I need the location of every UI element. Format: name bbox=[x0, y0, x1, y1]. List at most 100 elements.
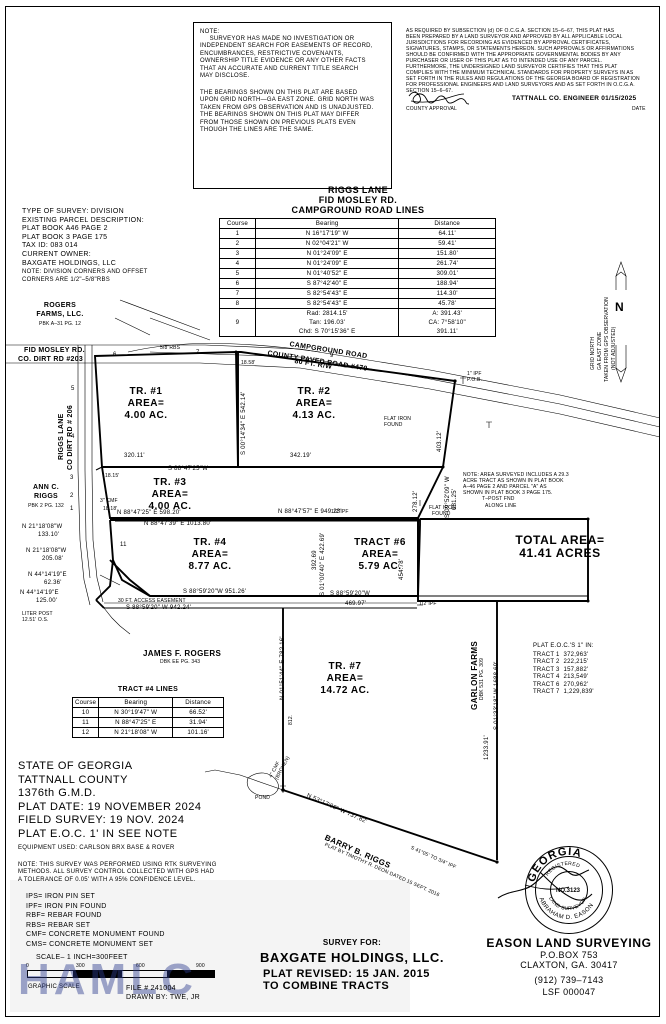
table-header-row: Course Bearing Distance bbox=[71, 697, 224, 708]
half-ipf-label-2: 1/2"IPF bbox=[331, 509, 349, 515]
fid-mosley-road-label-2: CO. DIRT RD #203 bbox=[18, 356, 84, 363]
dim-tr3-north-bearing: S 88°47'25"W bbox=[168, 466, 209, 472]
cell-bearing: N 88°47'25" E bbox=[98, 717, 174, 728]
adjoiner-ann-riggs-ref: PBK 2 PG. 132 bbox=[28, 503, 64, 509]
riggs-lane-label-1: RIGGS LANE bbox=[58, 413, 65, 460]
tract-3-area-label: AREA= bbox=[151, 489, 189, 500]
tract-7-area-label: AREA= bbox=[326, 673, 364, 684]
tract-4-area-value: 8.77 AC. bbox=[188, 561, 232, 572]
offset-18-15-label: 18.15' bbox=[105, 473, 120, 479]
adjoiner-james-rogers-name: JAMES F. ROGERS bbox=[143, 649, 222, 658]
date-label: DATE bbox=[632, 106, 646, 112]
cmf-3in-label: 3" CMF bbox=[100, 498, 118, 504]
survey-for-heading: SURVEY FOR: bbox=[322, 938, 382, 947]
dim-west-1-distance: 133.10' bbox=[38, 532, 60, 538]
cell-course: 11 bbox=[71, 717, 100, 728]
tract-7-label: TR. #7 bbox=[328, 661, 362, 672]
easement-label: 30 FT. ACCESS EASEMENT bbox=[118, 598, 186, 604]
graphic-scale-caption: GRAPHIC SCALE bbox=[28, 984, 80, 990]
scale-tick-900: 900 bbox=[196, 963, 205, 969]
dim-tr7-west: N 01°51'44" E 782.16' bbox=[280, 636, 286, 700]
pond-label: POND bbox=[255, 795, 271, 801]
course-number-5: 5 bbox=[71, 386, 75, 392]
cell-bearing: N 30°19'47" W bbox=[98, 707, 174, 718]
dim-west-4-distance: 125.00' bbox=[36, 598, 58, 604]
flat-iron-label-2: FOUND bbox=[384, 422, 403, 428]
dim-tr4-south: S 88°59'20"W 951.26' bbox=[183, 589, 247, 595]
surveyor-lsf: LSF 000047 bbox=[542, 987, 596, 997]
north-arrow-letter: N bbox=[615, 300, 625, 314]
cell-distance: 31.94' bbox=[172, 717, 224, 728]
eoc-heading: PLAT E.O.C.'S 1" IN: bbox=[533, 643, 594, 649]
tpost-label-2: ALONG LINE bbox=[485, 503, 517, 509]
curve-chord: Chd: S 70°15'36" E bbox=[298, 328, 356, 335]
cell-curve-bearing: Rad: 2814.15' Tan: 196.03' Chd: S 70°15'… bbox=[254, 308, 400, 337]
survey-info-block: TYPE OF SURVEY: DIVISION EXISTING PARCEL… bbox=[22, 208, 144, 267]
tpost-label-1: T–POST FND bbox=[482, 496, 515, 502]
dim-tr7-east-a: S 01°33'18" W 1688.69' bbox=[494, 661, 500, 730]
tract-3-label: TR. #3 bbox=[153, 477, 187, 488]
surveyor-seal: GEORGIA ABRAHAM D. EASON REGISTERED LAND… bbox=[525, 846, 613, 934]
dim-tr1-south: 320.11' bbox=[124, 453, 145, 459]
total-area-label: TOTAL AREA= bbox=[515, 533, 605, 547]
dim-west-2-bearing: N 21°18'08"W bbox=[26, 548, 67, 554]
header-course: Course bbox=[71, 697, 100, 708]
scale-seg-4 bbox=[168, 970, 215, 978]
file-number: FILE # 241004 bbox=[126, 985, 176, 992]
adjoiner-james-rogers-ref: DBK EE PG. 343 bbox=[160, 659, 201, 665]
note-paragraph-1: SURVEYOR HAS MADE NO INVESTIGATION OR IN… bbox=[200, 36, 373, 80]
dim-tr3-east: 278.12' bbox=[413, 490, 419, 512]
cell-bearing: N 21°18'08" W bbox=[98, 727, 174, 738]
course-number-11: 11 bbox=[120, 542, 127, 548]
dim-west-3-bearing: N 44°14'19"E bbox=[28, 572, 67, 578]
scale-seg-2 bbox=[74, 970, 121, 978]
flat-iron-label-1: FLAT IRON bbox=[384, 416, 412, 422]
dim-easement-line: S 88°59'20" W 942.24' bbox=[126, 605, 192, 611]
adjoiner-rogers-farms-line2: FARMS, LLC. bbox=[36, 311, 84, 318]
curve-central-angle: CA: 7°58'10" bbox=[428, 319, 466, 326]
surveyor-city-state: CLAXTON, GA. 30417 bbox=[520, 960, 618, 970]
liter-post-label-2: 12.51' O.S. bbox=[22, 617, 49, 623]
certification-text: AS REQUIRED BY SUBSECTION (d) OF O.C.G.A… bbox=[406, 28, 640, 94]
course-number-2: 2 bbox=[70, 493, 74, 499]
flat-iron-label-right-1: FLAT IRON bbox=[429, 505, 457, 511]
drawn-by: DRAWN BY: TWE, JR bbox=[126, 994, 200, 1001]
rtk-note: NOTE: THIS SURVEY WAS PERFORMED USING RT… bbox=[18, 862, 217, 883]
tract-2-label: TR. #2 bbox=[297, 386, 331, 397]
seal-text-arcs: GEORGIA ABRAHAM D. EASON REGISTERED LAND… bbox=[526, 846, 595, 921]
pob-label-1: 1" IPF bbox=[467, 371, 482, 377]
course-number-6: 6 bbox=[113, 352, 117, 358]
dim-west-1-bearing: N 21°18'08"W bbox=[22, 524, 63, 530]
note-block-box bbox=[193, 22, 392, 189]
adjoiner-rogers-farms-line1: ROGERS bbox=[43, 302, 77, 309]
dim-tr4-east-b: S 01°00'40" E 422.69' bbox=[320, 532, 326, 596]
survey-for-client: BAXGATE HOLDINGS, LLC. bbox=[259, 950, 445, 965]
area-surveyed-note: NOTE: AREA SURVEYED INCLUDES A 29.3 ACRE… bbox=[463, 472, 569, 496]
header-bearing: Bearing bbox=[98, 697, 174, 708]
offset-18-18-label: 18.18' bbox=[103, 506, 118, 512]
watermark-shade bbox=[10, 880, 410, 1012]
survey-info-note-2: CORNERS ARE 1/2"–5/8"RBS bbox=[22, 277, 110, 283]
curve-chord-length: 391.11' bbox=[436, 328, 458, 335]
tract-4-area-label: AREA= bbox=[191, 549, 229, 560]
dim-tr2-east-a: 403.12' bbox=[437, 430, 443, 452]
svg-text:LAND SURVEYOR: LAND SURVEYOR bbox=[547, 896, 588, 912]
cell-distance: 66.52' bbox=[172, 707, 224, 718]
dim-tr4-east-a: 392.69 bbox=[312, 550, 318, 570]
five-eighths-rbs-label: 5/8"RBS bbox=[160, 345, 181, 351]
cell-distance: 101.16' bbox=[172, 727, 224, 738]
tract-6-area-value: 5.79 AC. bbox=[358, 561, 402, 572]
dim-tr7-west-b: 812. bbox=[288, 714, 294, 725]
header-distance: Distance bbox=[172, 697, 224, 708]
tract-6-label: TRACT #6 bbox=[354, 537, 406, 548]
dim-tr6-south-distance: 469.97' bbox=[345, 601, 367, 607]
adjoiner-garlon-farms-ref: DBK 531 PG. 309 bbox=[479, 658, 485, 700]
adjoiner-ann-riggs-line2: RIGGS bbox=[33, 493, 59, 500]
